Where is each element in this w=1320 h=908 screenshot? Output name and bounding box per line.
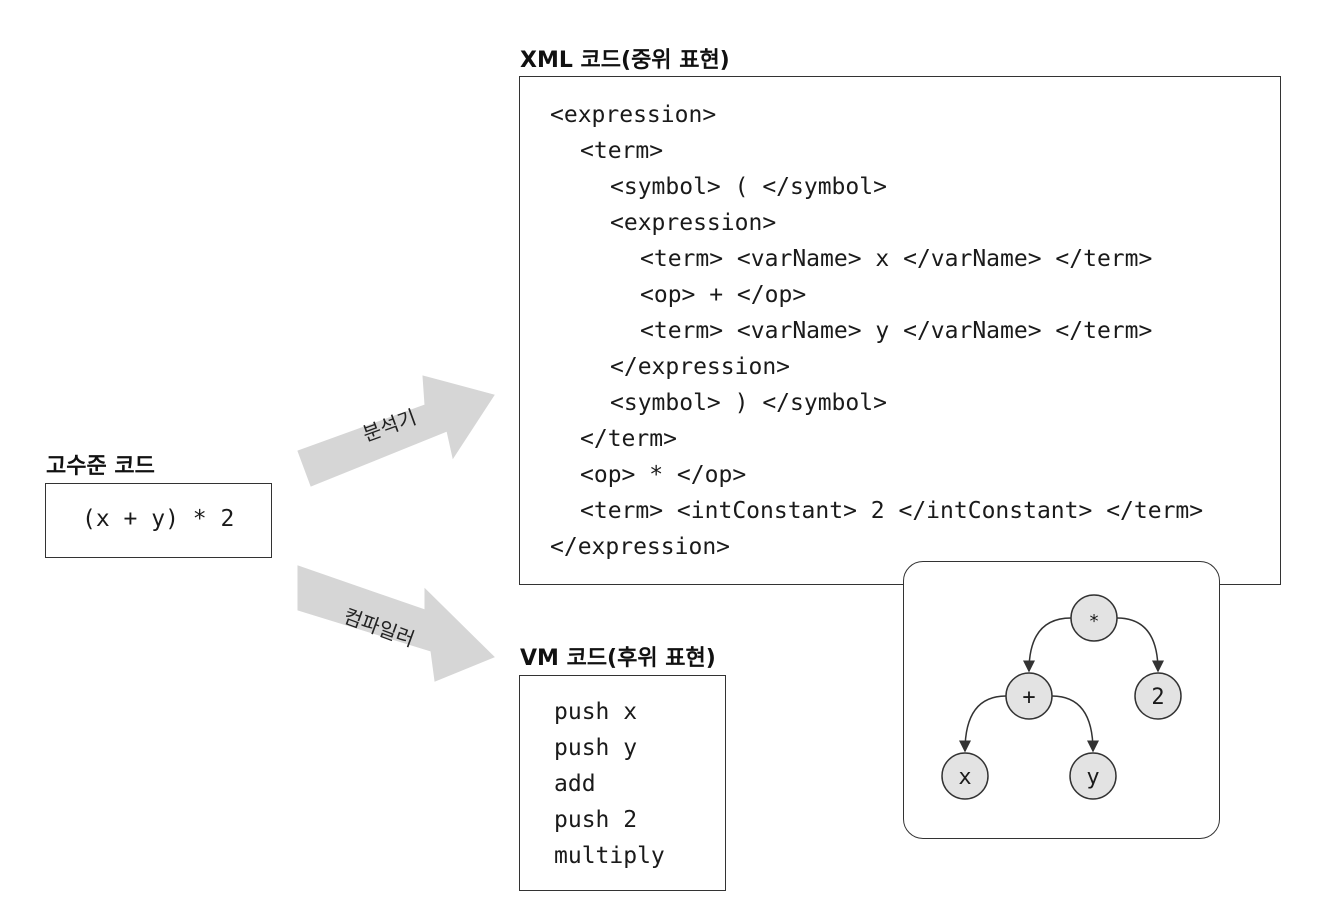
vm-line: add xyxy=(554,771,596,797)
parse-tree-box: * +2 x y xyxy=(903,561,1220,839)
tree-node-plus: + xyxy=(1005,672,1053,720)
xml-line: <symbol> ) </symbol> xyxy=(610,390,887,416)
xml-line: </term> xyxy=(580,426,677,452)
tree-node-y: y xyxy=(1069,752,1117,800)
tree-edge-mul-plus xyxy=(1023,617,1072,673)
source-code: (x + y) * 2 xyxy=(82,506,235,532)
vm-line: push 2 xyxy=(554,807,638,833)
vm-line: multiply xyxy=(554,843,665,869)
xml-heading: XML 코드(중위 표현) xyxy=(520,48,730,73)
parse-tree: * +2 x y xyxy=(941,594,1182,800)
xml-line: <expression> xyxy=(610,210,777,236)
vm-heading: VM 코드(후위 표현) xyxy=(520,646,716,671)
tree-node-x: x xyxy=(941,752,989,800)
tree-node-label: 2 xyxy=(1151,685,1164,710)
xml-line: <term> <varName> x </varName> </term> xyxy=(640,246,1153,272)
xml-line: <op> + </op> xyxy=(640,282,807,308)
xml-line: <term> <varName> y </varName> </term> xyxy=(640,318,1153,344)
tree-node-label: x xyxy=(958,765,971,790)
vm-line: push x xyxy=(554,699,638,725)
tree-edge-mul-two xyxy=(1116,617,1164,673)
xml-line: <term> <intConstant> 2 </intConstant> </… xyxy=(580,498,1204,524)
tree-node-two: 2 xyxy=(1134,672,1182,720)
xml-line: <op> * </op> xyxy=(580,462,747,488)
xml-line: <symbol> ( </symbol> xyxy=(610,174,887,200)
tree-node-label: + xyxy=(1022,685,1035,710)
compiler-arrow xyxy=(297,565,495,682)
parser-arrow xyxy=(297,375,495,487)
tree-node-mul: * xyxy=(1070,594,1118,642)
xml-line: <expression> xyxy=(550,102,717,128)
xml-code-box: <expression> <term> <symbol> ( </symbol> <e… xyxy=(519,76,1281,585)
source-code-box: (x + y) * 2 xyxy=(45,483,272,558)
source-heading: 고수준 코드 xyxy=(46,454,155,479)
tree-edge-plus-y xyxy=(1051,695,1099,753)
xml-line: <term> xyxy=(580,138,664,164)
vm-line: push y xyxy=(554,735,638,761)
vm-code-box: push x push y add push 2 multiply xyxy=(519,675,726,891)
xml-line: </expression> xyxy=(550,534,731,560)
tree-edge-plus-x xyxy=(959,695,1007,753)
tree-node-label: * xyxy=(1089,611,1100,632)
xml-line: </expression> xyxy=(610,354,791,380)
tree-node-label: y xyxy=(1086,765,1099,790)
